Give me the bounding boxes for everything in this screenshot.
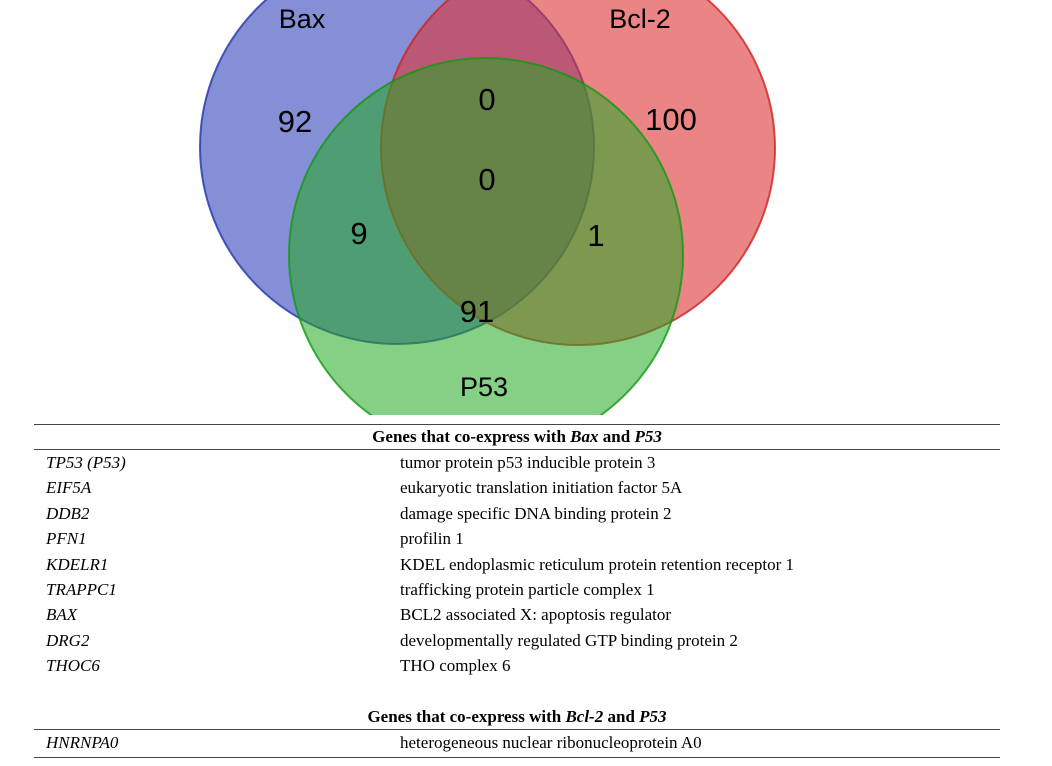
table-heading: Genes that co-express with Bcl-2 and P53	[34, 705, 1000, 729]
bcl2-set-label: Bcl-2	[609, 4, 671, 34]
bcl2-only-count: 100	[645, 102, 697, 137]
table-row: PFN1 profilin 1	[34, 526, 1000, 551]
bax-p53-count: 9	[350, 216, 367, 251]
table-header-rule	[34, 729, 1000, 730]
gene-description: tumor protein p53 inducible protein 3	[400, 453, 656, 472]
gene-description: heterogeneous nuclear ribonucleoprotein …	[400, 733, 702, 752]
table-top-rule	[34, 424, 1000, 425]
gene-symbol: KDELR1	[46, 554, 109, 574]
table-row: KDELR1 KDEL endoplasmic reticulum protein…	[34, 552, 1000, 577]
bax-p53-coexpression-table: Genes that co-express with Bax and P53 T…	[34, 424, 1000, 679]
p53-set-label: P53	[460, 372, 508, 402]
gene-symbol: PFN1	[46, 529, 87, 549]
gene-description: THO complex 6	[400, 656, 511, 676]
gene-symbol: HNRNPA0	[46, 733, 119, 752]
gene-description: trafficking protein particle complex 1	[400, 579, 655, 599]
table-body: TP53 (P53) tumor protein p53 inducible pr…	[34, 450, 1000, 679]
heading-gene-a: Bcl-2	[565, 707, 604, 726]
gene-description: KDEL endoplasmic reticulum protein reten…	[400, 554, 795, 574]
p53-circle	[288, 57, 684, 415]
heading-gene-a: Bax	[570, 427, 599, 446]
table-row: TRAPPC1 trafficking protein particle comp…	[34, 577, 1000, 602]
gene-description: eukaryotic translation initiation factor…	[400, 478, 683, 498]
table-body: HNRNPA0 heterogeneous nuclear ribonucleop…	[34, 730, 1000, 755]
heading-prefix: Genes that co-express with	[372, 427, 571, 446]
gene-symbol: TP53 (P53)	[46, 453, 126, 472]
table-heading: Genes that co-express with Bax and P53	[34, 425, 1000, 449]
gene-description: profilin 1	[400, 529, 464, 549]
table-header-rule	[34, 449, 1000, 450]
bcl2-p53-coexpression-table: Genes that co-express with Bcl-2 and P53…	[34, 705, 1000, 759]
heading-and: and	[598, 427, 635, 446]
gene-symbol: TRAPPC1	[46, 579, 117, 599]
gene-symbol: BAX	[46, 605, 78, 625]
heading-gene-b: P53	[639, 707, 667, 726]
table-row: DRG2 developmentally regulated GTP bindin…	[34, 628, 1000, 653]
heading-and: and	[603, 707, 640, 726]
gene-symbol: DRG2	[46, 630, 90, 650]
table-row: DDB2 damage specific DNA binding protein …	[34, 501, 1000, 526]
heading-gene-b: P53	[634, 427, 662, 446]
gene-description: BCL2 associated X: apoptosis regulator	[400, 605, 672, 625]
p53-only-count: 91	[460, 294, 494, 329]
table-row: EIF5A eukaryotic translation initiation f…	[34, 475, 1000, 500]
gene-description: damage specific DNA binding protein 2	[400, 503, 672, 523]
table-row: HNRNPA0 heterogeneous nuclear ribonucleop…	[34, 730, 1000, 755]
table-row: THOC6 THO complex 6	[34, 653, 1000, 678]
all-three-count: 0	[478, 162, 495, 197]
heading-prefix: Genes that co-express with	[367, 707, 566, 726]
bax-only-count: 92	[278, 104, 312, 139]
table-row: BAX BCL2 associated X: apoptosis regulato…	[34, 602, 1000, 627]
table-bottom-rule	[34, 757, 1000, 759]
table-row: TP53 (P53) tumor protein p53 inducible pr…	[34, 450, 1000, 475]
gene-symbol: EIF5A	[46, 478, 92, 498]
gene-description: developmentally regulated GTP binding pr…	[400, 630, 738, 650]
bax-set-label: Bax	[279, 4, 326, 34]
gene-symbol: THOC6	[46, 656, 100, 676]
venn-diagram: Bax Bcl-2 P53 92 100 0 0 9 1 91	[199, 0, 776, 415]
bax-bcl2-count: 0	[478, 82, 495, 117]
bcl2-p53-count: 1	[587, 218, 604, 253]
gene-symbol: DDB2	[46, 503, 90, 523]
